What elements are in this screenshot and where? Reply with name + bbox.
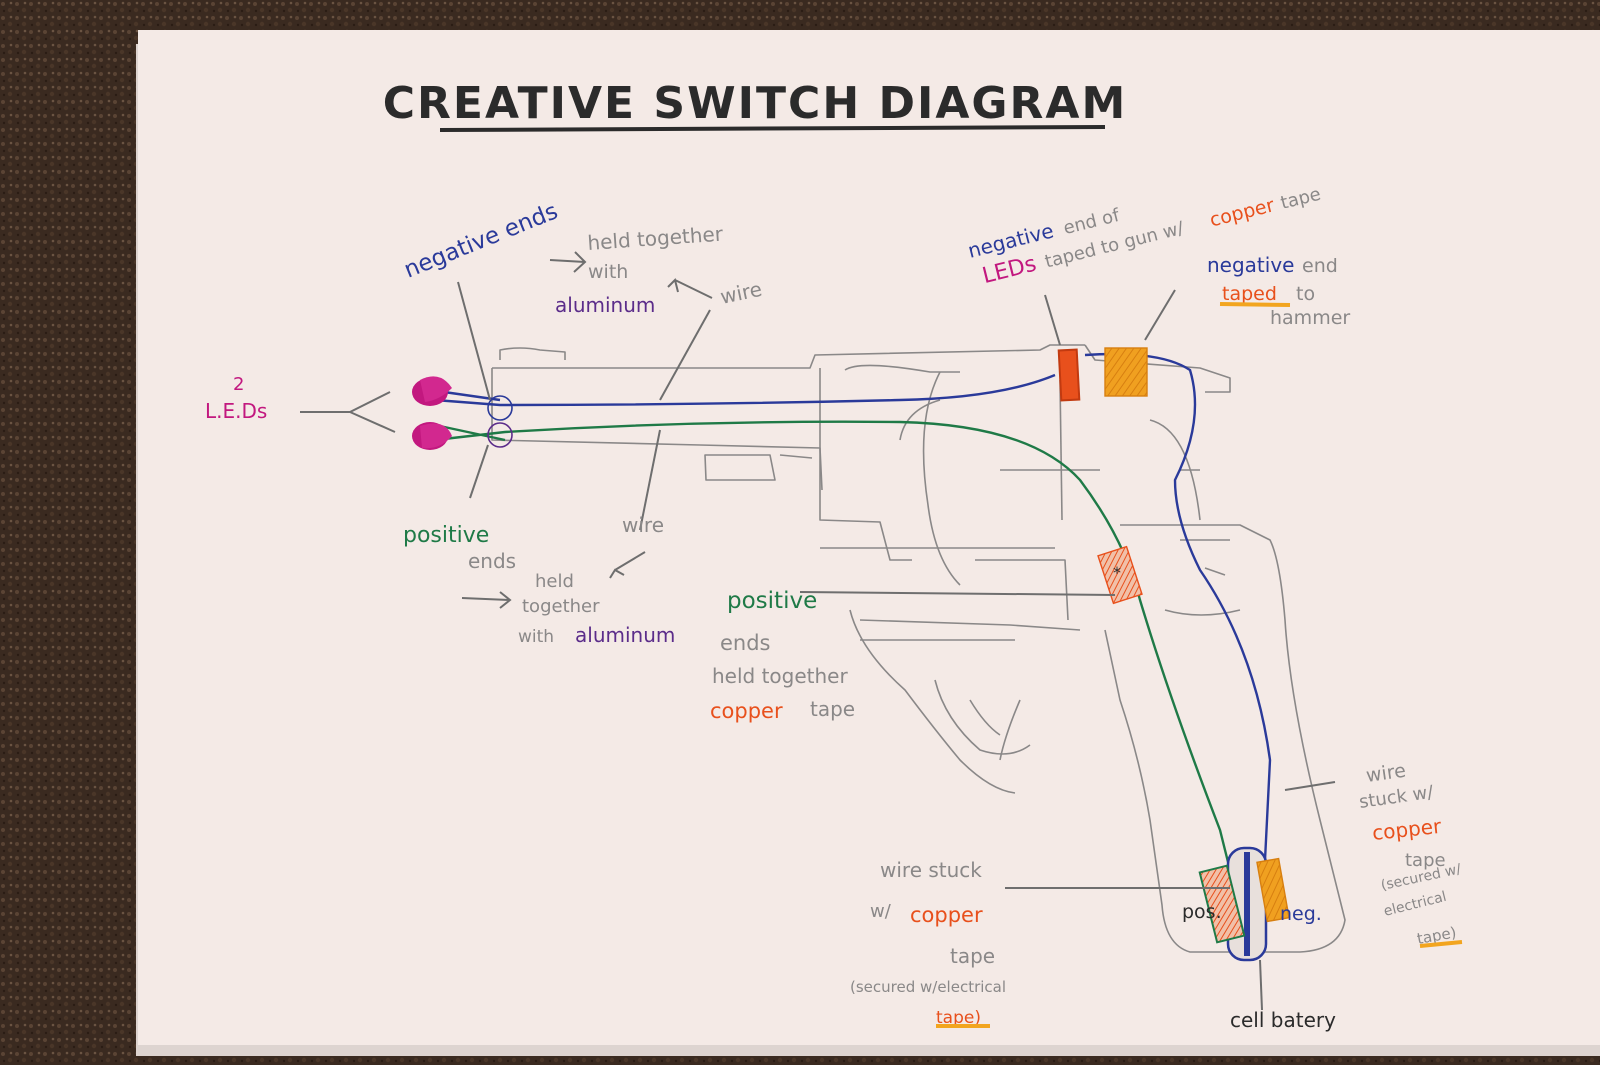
wire-stuck-left-5: (secured w/electrical: [850, 978, 1006, 996]
pos-mid-label-1: positive: [727, 588, 817, 614]
pos-mid-label-4: copper: [710, 699, 783, 723]
aluminum-label-bottom: aluminum: [575, 623, 675, 647]
with-label-bottom: with: [518, 627, 554, 647]
leds-label: L.E.Ds: [205, 399, 267, 423]
together-label-bottom: together: [522, 596, 600, 617]
copper-tape-hammer: [1105, 348, 1147, 396]
neg-end-hammer-label-5: hammer: [1270, 307, 1350, 329]
with-label-top: with: [588, 261, 628, 283]
positive-ends-label-left-line1: positive: [403, 523, 489, 548]
wire-stuck-left-4: tape: [950, 944, 995, 968]
wire-stuck-left-1: wire stuck: [880, 858, 982, 882]
neg-end-hammer-label-1: negative: [1207, 253, 1294, 277]
neg-end-hammer-label-4: to: [1296, 283, 1315, 305]
copper-tape-leds-negative: [1059, 350, 1080, 401]
diagram-title: CREATIVE SWITCH DIAGRAM: [383, 78, 1128, 129]
wire-label-bottom: wire: [622, 513, 664, 537]
taped-highlight: [1220, 304, 1290, 305]
aluminum-label-top: aluminum: [555, 293, 655, 317]
wire-stuck-left-3: copper: [910, 903, 983, 927]
positive-join-mark: *: [1113, 563, 1121, 582]
pos-mid-label-5: tape: [810, 697, 855, 721]
cell-battery-label: cell batery: [1230, 1008, 1336, 1032]
neg-end-hammer-label-3: taped: [1222, 283, 1277, 305]
positive-ends-label-left-line2: ends: [468, 549, 516, 573]
pos-mid-label-3: held together: [712, 664, 848, 688]
pos-mid-label-2: ends: [720, 631, 771, 655]
battery-neg-label: neg.: [1280, 903, 1322, 925]
paper-sheet: [138, 30, 1600, 1045]
leds-count-label: 2: [233, 374, 244, 395]
battery-pos-label: pos.: [1182, 901, 1222, 923]
neg-end-hammer-label-2: end: [1302, 255, 1338, 277]
held-label-bottom: held: [535, 571, 574, 592]
wire-stuck-left-2: w/: [870, 901, 892, 922]
